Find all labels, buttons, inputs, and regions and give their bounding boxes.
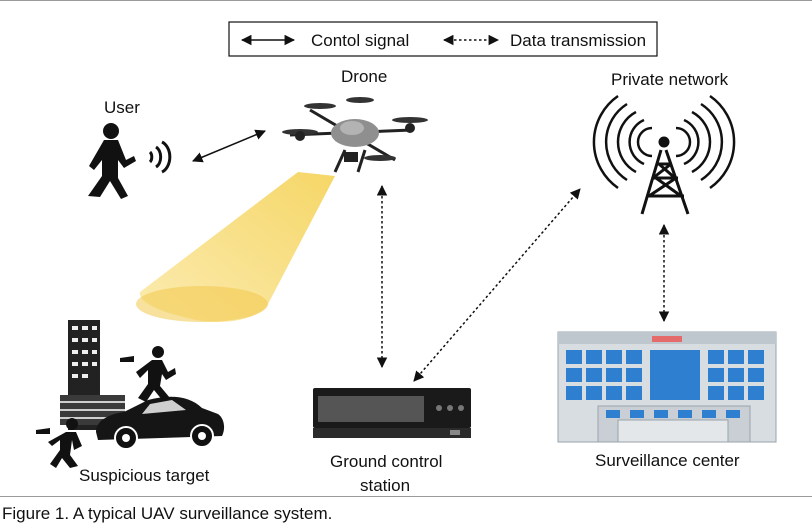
legend-data-label: Data transmission [510,31,646,50]
user-icon [88,123,136,199]
ground-control-label-line2: station [360,476,410,495]
drone-label: Drone [341,67,387,86]
uav-surveillance-diagram: Contol signal Data transmission [36,21,777,495]
car-icon [96,396,225,450]
bottom-rule [0,496,812,497]
camera-beam-icon [136,172,335,323]
control-link-user-drone [192,129,266,163]
ground-control-label-line1: Ground control [330,452,442,471]
legend: Contol signal Data transmission [228,21,658,57]
signal-waves-icon [148,140,172,174]
legend-control-label: Contol signal [311,31,409,50]
running-person-icon [36,346,176,468]
top-rule [0,0,812,1]
radio-tower-icon [592,94,736,215]
data-link-ground-network [413,188,581,382]
city-building-icon [60,320,125,430]
surveillance-center-label: Surveillance center [595,451,740,470]
private-network-label: Private network [611,70,729,89]
figure-caption: Figure 1. A typical UAV surveillance sys… [2,504,333,523]
surveillance-building-icon [557,331,777,443]
ground-station-icon [313,388,471,438]
user-label: User [104,98,140,117]
suspicious-target-label: Suspicious target [79,466,210,485]
connections [192,129,670,382]
drone-icon [282,97,428,173]
